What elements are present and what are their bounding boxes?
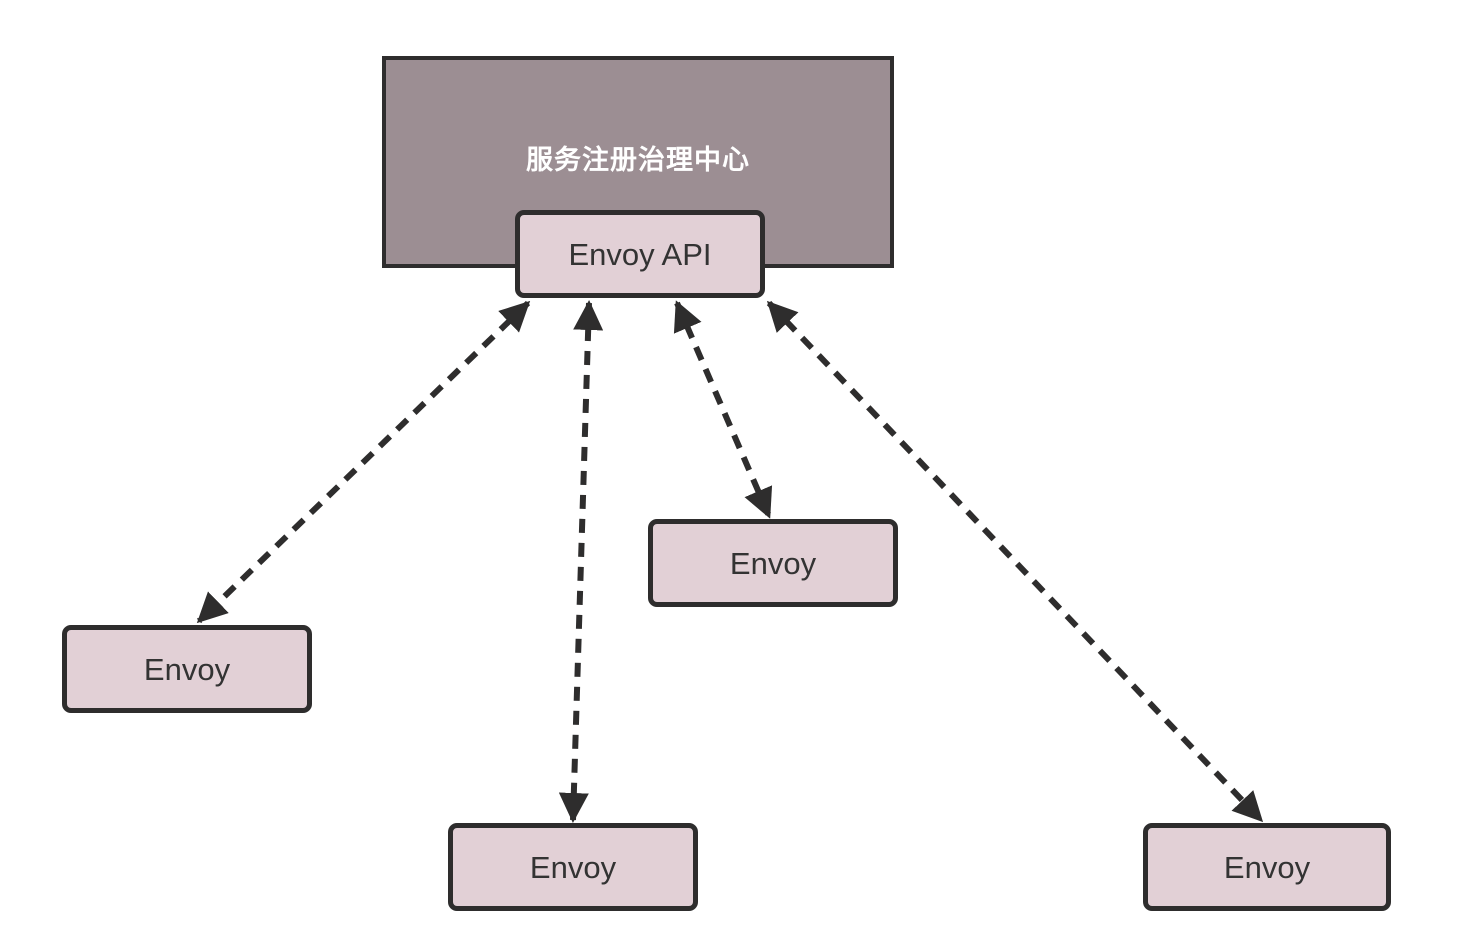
node-envoy-bottom-right-label: Envoy — [1223, 849, 1311, 885]
node-envoy-bottom-center-label: Envoy — [529, 849, 617, 885]
node-envoy-mid-right-label: Envoy — [729, 545, 817, 581]
node-envoy-bottom-right[interactable]: Envoy — [1143, 823, 1391, 911]
edge-api-to-envoy-bottom-center — [558, 300, 604, 823]
edge-api-to-envoy-mid-right — [673, 300, 773, 519]
node-envoy-mid-right[interactable]: Envoy — [648, 519, 898, 607]
node-envoy-api[interactable]: Envoy API — [515, 210, 765, 298]
node-envoy-left-label: Envoy — [143, 651, 231, 687]
node-envoy-api-label: Envoy API — [568, 236, 712, 272]
node-envoy-bottom-center[interactable]: Envoy — [448, 823, 698, 911]
node-service-registry-label: 服务注册治理中心 — [526, 145, 750, 175]
node-service-registry[interactable]: 服务注册治理中心 — [382, 56, 894, 268]
node-envoy-left[interactable]: Envoy — [62, 625, 312, 713]
edge-api-to-envoy-left — [196, 300, 531, 624]
